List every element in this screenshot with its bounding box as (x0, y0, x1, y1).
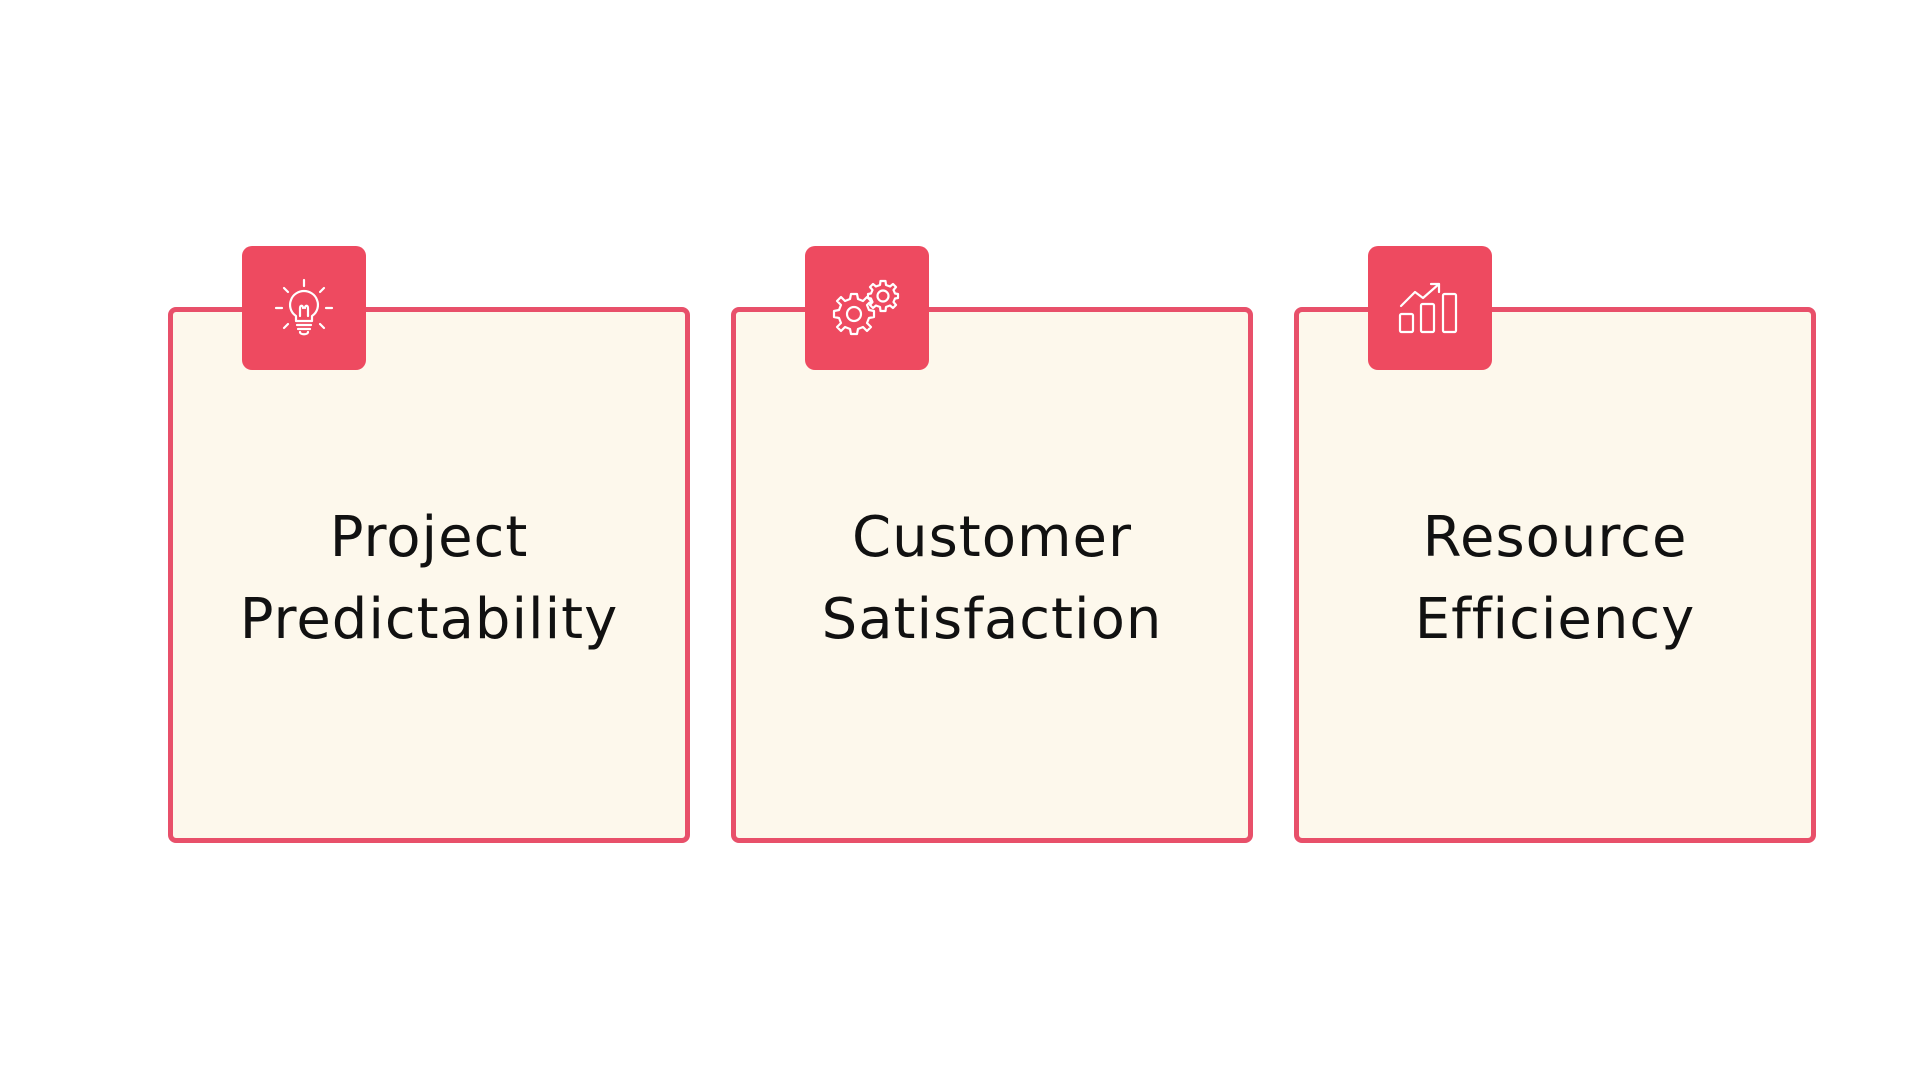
gears-icon (832, 279, 900, 336)
card-title: Resource Efficiency (1299, 497, 1811, 661)
card-title: Customer Satisfaction (736, 497, 1248, 661)
card-title-line-2: Satisfaction (821, 587, 1163, 652)
icon-badge (1368, 246, 1492, 370)
card-title-line-1: Project (329, 505, 529, 570)
icon-badge (242, 246, 366, 370)
card-title-line-1: Resource (1422, 505, 1688, 570)
bar-chart-growth-icon (1398, 282, 1458, 334)
card-title-line-1: Customer (851, 505, 1132, 570)
card-resource-efficiency: Resource Efficiency (1294, 246, 1816, 843)
card-customer-satisfaction: Customer Satisfaction (731, 246, 1253, 843)
card-project-predictability: Project Predictability (168, 246, 690, 843)
card-title-line-2: Efficiency (1414, 587, 1696, 652)
lightbulb-icon (274, 278, 334, 336)
icon-badge (805, 246, 929, 370)
card-title-line-2: Predictability (239, 587, 619, 652)
card-title: Project Predictability (173, 497, 685, 661)
